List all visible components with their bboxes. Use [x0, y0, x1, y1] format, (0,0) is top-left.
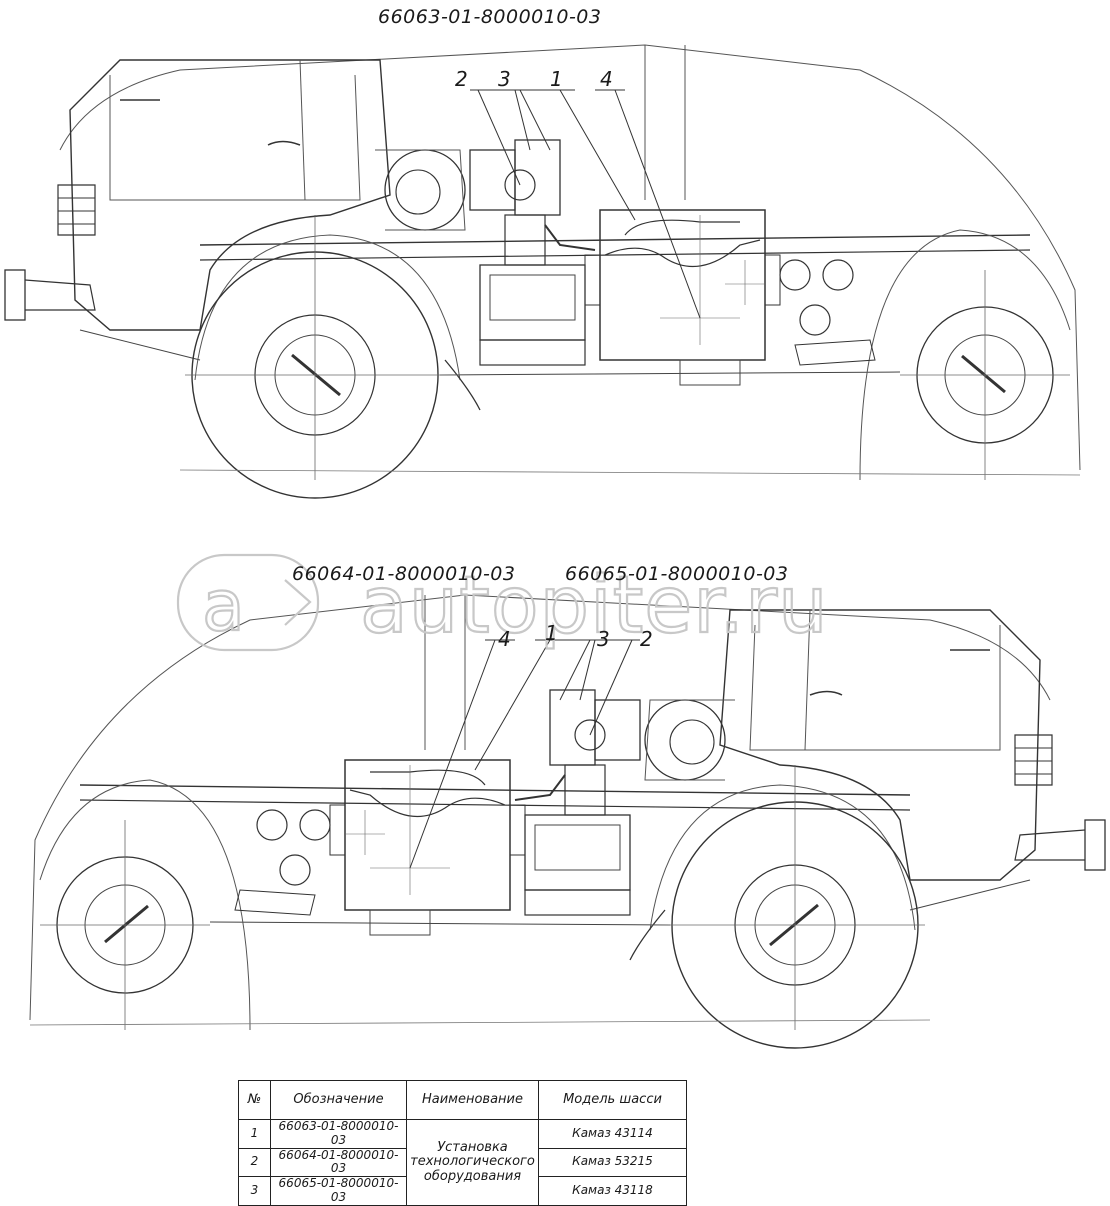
- table-row: 1 66063-01-8000010-03 Установка технолог…: [238, 1119, 687, 1206]
- row-model: Камаз 43118: [538, 1176, 687, 1206]
- row-number: 2: [238, 1147, 271, 1178]
- top-callout: 2: [455, 67, 468, 91]
- bottom-callout: 3: [597, 627, 610, 651]
- row-number: 3: [238, 1176, 271, 1206]
- bottom-callout: 4: [498, 627, 511, 651]
- table-header: Модель шасси: [538, 1080, 687, 1120]
- truck-side-view-bottom: [28, 593, 1107, 1050]
- row-code: 66065-01-8000010-03: [270, 1176, 407, 1206]
- row-number: 1: [238, 1119, 271, 1149]
- table-header-row: № Обозначение Наименование Модель шасси: [238, 1080, 687, 1120]
- top-callout: 1: [550, 67, 563, 91]
- row-model: Камаз 53215: [538, 1147, 687, 1178]
- bottom-callout: 1: [545, 621, 558, 645]
- specification-table: № Обозначение Наименование Модель шасси …: [238, 1080, 687, 1206]
- bottom-callout: 2: [640, 627, 653, 651]
- name-line: Установка: [437, 1139, 508, 1155]
- truck-side-view-top: [3, 43, 1082, 500]
- watermark-text: autopiter.ru: [360, 561, 829, 651]
- table-header: Обозначение: [270, 1080, 407, 1120]
- name-line: технологического: [410, 1154, 535, 1170]
- row-model: Камаз 43114: [538, 1119, 687, 1149]
- top-drawing-title: 66063-01-8000010-03: [378, 6, 601, 28]
- bottom-drawing-title-left: 66064-01-8000010-03: [292, 563, 515, 585]
- top-callout: 3: [498, 67, 511, 91]
- name-line: оборудования: [423, 1168, 522, 1184]
- svg-text:a: a: [202, 565, 246, 647]
- row-name-merged: Установка технологического оборудования: [406, 1119, 539, 1206]
- watermark: a autopiter.ru: [176, 553, 829, 652]
- table-header: Наименование: [406, 1080, 539, 1120]
- bottom-drawing-title-right: 66065-01-8000010-03: [565, 563, 788, 585]
- top-callout: 4: [600, 67, 613, 91]
- row-code: 66064-01-8000010-03: [270, 1147, 407, 1178]
- table-header: №: [238, 1080, 271, 1120]
- row-code: 66063-01-8000010-03: [270, 1119, 407, 1149]
